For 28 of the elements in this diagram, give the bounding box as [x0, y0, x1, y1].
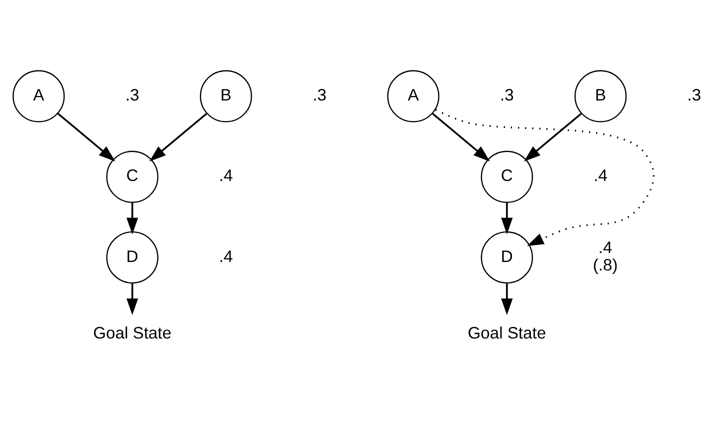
node-label: .3 — [500, 86, 514, 105]
node-circle: B — [574, 70, 627, 122]
arrow — [524, 112, 582, 162]
node-circle: B — [200, 70, 252, 122]
node-label: .4 — [219, 166, 233, 186]
arrow — [501, 202, 513, 234]
arrow — [58, 112, 116, 162]
node-circle: A — [12, 70, 65, 122]
node-label: (.8) — [592, 256, 618, 275]
node-circle: C — [106, 150, 158, 203]
node-circle: D — [106, 231, 158, 284]
node-text: Goal State — [93, 323, 172, 342]
arrow — [501, 283, 513, 316]
arrow — [126, 202, 138, 234]
node-label: .3 — [687, 86, 702, 105]
node-label: .4 — [598, 238, 612, 257]
node-label: .3 — [312, 86, 327, 105]
arrow — [126, 283, 138, 316]
arrow — [432, 112, 490, 162]
node-label: .4 — [219, 246, 233, 266]
node-text: Goal State — [468, 323, 546, 342]
node-label: .4 — [594, 166, 608, 186]
node-circle: D — [480, 231, 533, 284]
node-circle: C — [480, 150, 533, 203]
arrow — [435, 108, 654, 246]
node-circle: A — [387, 70, 440, 122]
arrow — [149, 112, 208, 162]
node-label: .3 — [125, 86, 140, 105]
